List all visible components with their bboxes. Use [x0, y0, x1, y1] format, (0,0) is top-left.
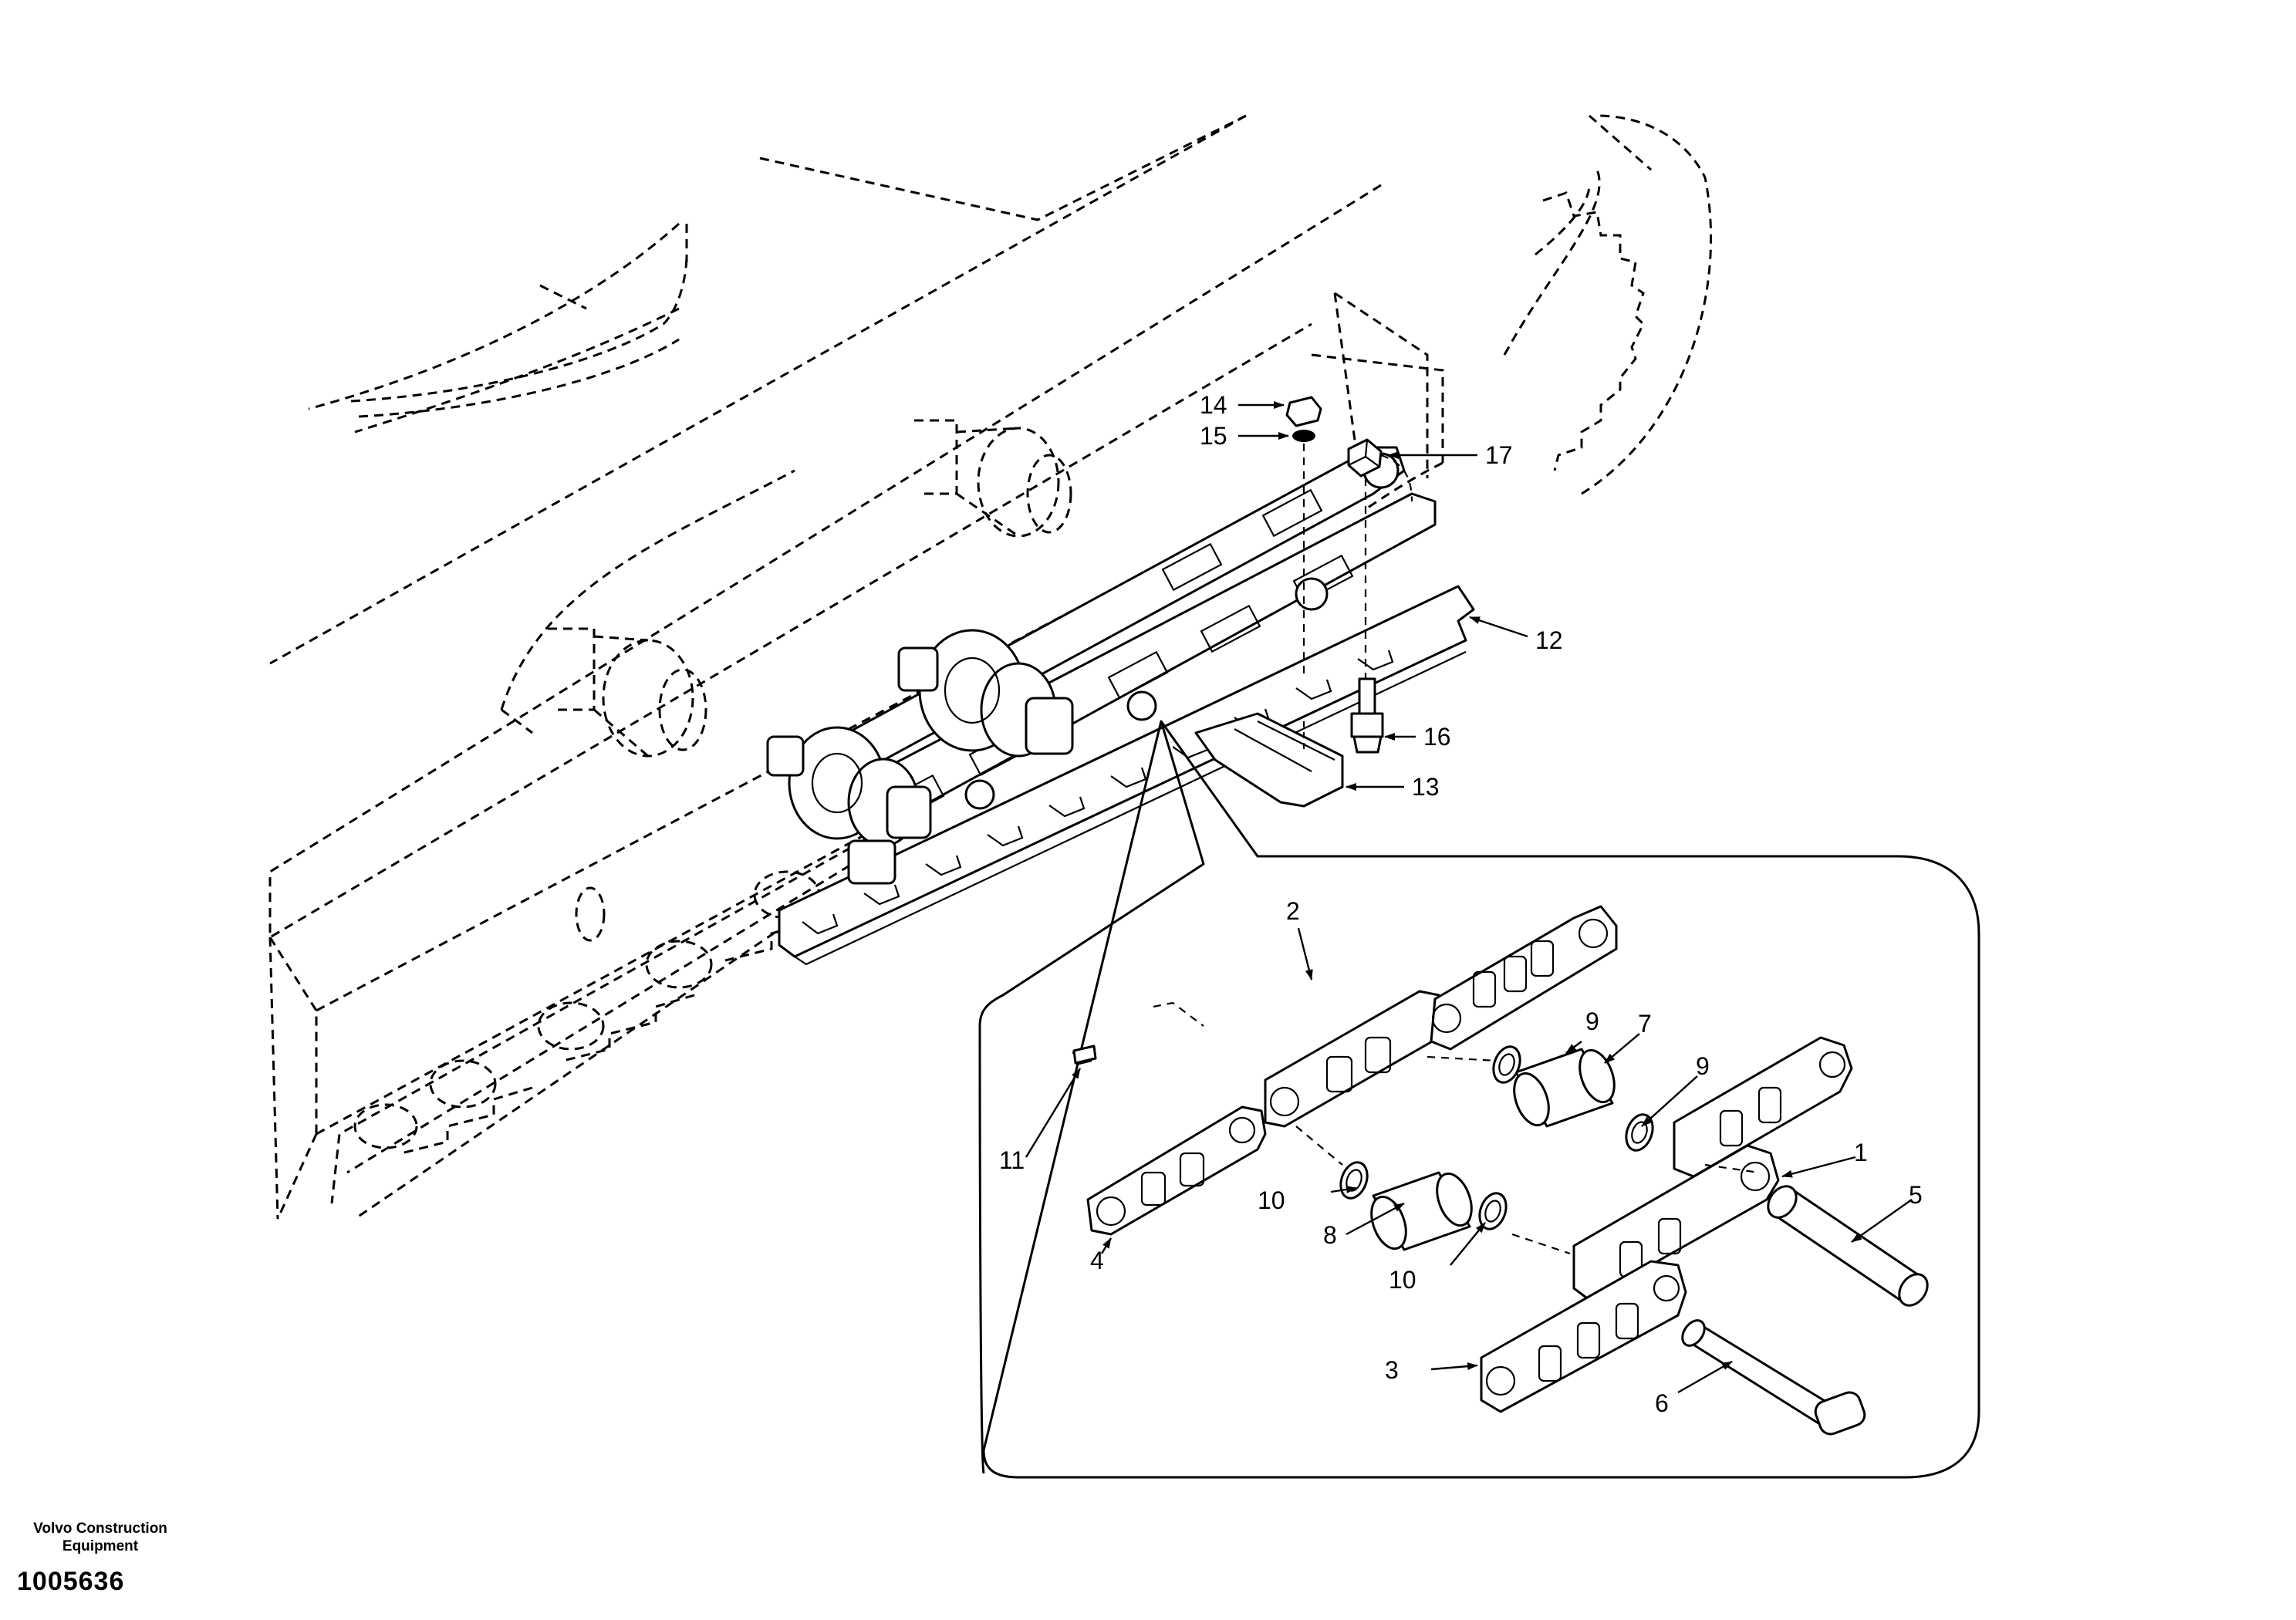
callout-9-upper: 9	[1585, 1007, 1599, 1035]
callout-11: 11	[999, 1146, 1025, 1174]
callout-15: 15	[1200, 422, 1227, 450]
document-number: 1005636	[17, 1567, 125, 1596]
washer-part-15	[1292, 430, 1315, 679]
lock-pin-part-11	[1072, 1045, 1097, 1065]
link-part-2	[1264, 990, 1448, 1128]
callout-5: 5	[1909, 1181, 1923, 1209]
pin-part-6	[1681, 1319, 1866, 1436]
link-part-4	[1072, 1001, 1267, 1236]
callout-8: 8	[1323, 1221, 1337, 1249]
bushing-part-8	[1370, 1171, 1473, 1251]
nut-part-14	[1285, 396, 1322, 427]
company-name: Volvo Construction Equipment	[33, 1520, 167, 1554]
link-part-2-upper	[1430, 905, 1618, 1051]
callout-6: 6	[1655, 1389, 1669, 1417]
callout-14: 14	[1200, 391, 1227, 419]
sprocket-teeth-outline	[1542, 191, 1645, 471]
detail-callout-bubble	[978, 720, 1980, 1479]
callout-16: 16	[1423, 723, 1451, 751]
track-roller-rear	[766, 726, 932, 885]
callout-12: 12	[1535, 626, 1563, 654]
carrier-roller-upper-outline	[914, 419, 1072, 538]
callout-3: 3	[1385, 1356, 1399, 1384]
callout-7: 7	[1638, 1010, 1652, 1038]
callout-2: 2	[1286, 897, 1300, 925]
center-line-dashes	[1295, 1055, 1760, 1255]
link-part-3	[1480, 1260, 1687, 1413]
leader-lines	[1025, 401, 1913, 1394]
lower-track-continuation-outline	[330, 808, 919, 1220]
callout-13: 13	[1412, 773, 1440, 801]
bolt-part-16	[1350, 677, 1384, 754]
carrier-roller-lower-outline	[548, 627, 707, 758]
shoe-plate-part-13	[1194, 712, 1344, 808]
callout-1: 1	[1854, 1139, 1868, 1166]
link-part-1-upper	[1673, 1036, 1853, 1178]
track-roller-front	[897, 629, 1074, 758]
callout-labels: 14 15 17 12 16 13 2 9 7 9 1 5 11 10 8 4 …	[999, 391, 1923, 1417]
callout-9-lower: 9	[1696, 1052, 1710, 1080]
callout-10-left: 10	[1258, 1186, 1285, 1214]
bushing-part-7	[1513, 1048, 1616, 1128]
square-nut-part-17	[1347, 438, 1413, 679]
callout-17: 17	[1485, 441, 1513, 469]
link-part-1	[1572, 1144, 1780, 1301]
callout-4: 4	[1090, 1247, 1104, 1274]
callout-10-right: 10	[1389, 1266, 1416, 1294]
swing-ring-outline	[350, 224, 688, 418]
pin-part-5	[1767, 1185, 1929, 1307]
